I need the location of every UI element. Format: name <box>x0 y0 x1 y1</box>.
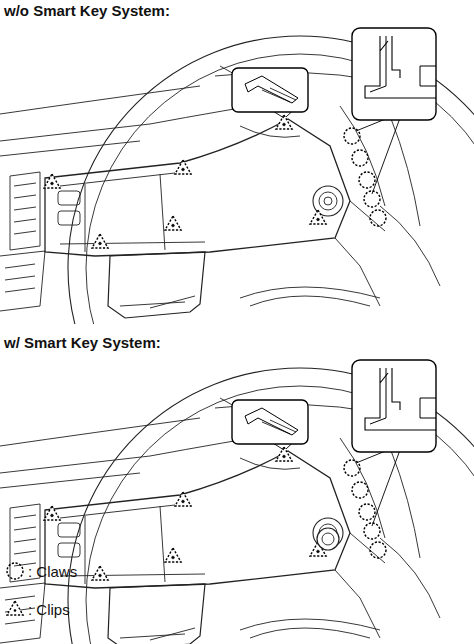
legend-text: : Claws <box>28 563 77 580</box>
panel-heading: w/ Smart Key System: <box>4 334 161 351</box>
clip-symbol <box>4 598 26 620</box>
claw-symbol <box>4 560 26 582</box>
legend-entry: : Clips <box>4 598 70 620</box>
legend-text: : Clips <box>28 601 70 618</box>
legend-entry: : Claws <box>4 560 77 582</box>
panel-heading: w/o Smart Key System: <box>4 2 170 19</box>
